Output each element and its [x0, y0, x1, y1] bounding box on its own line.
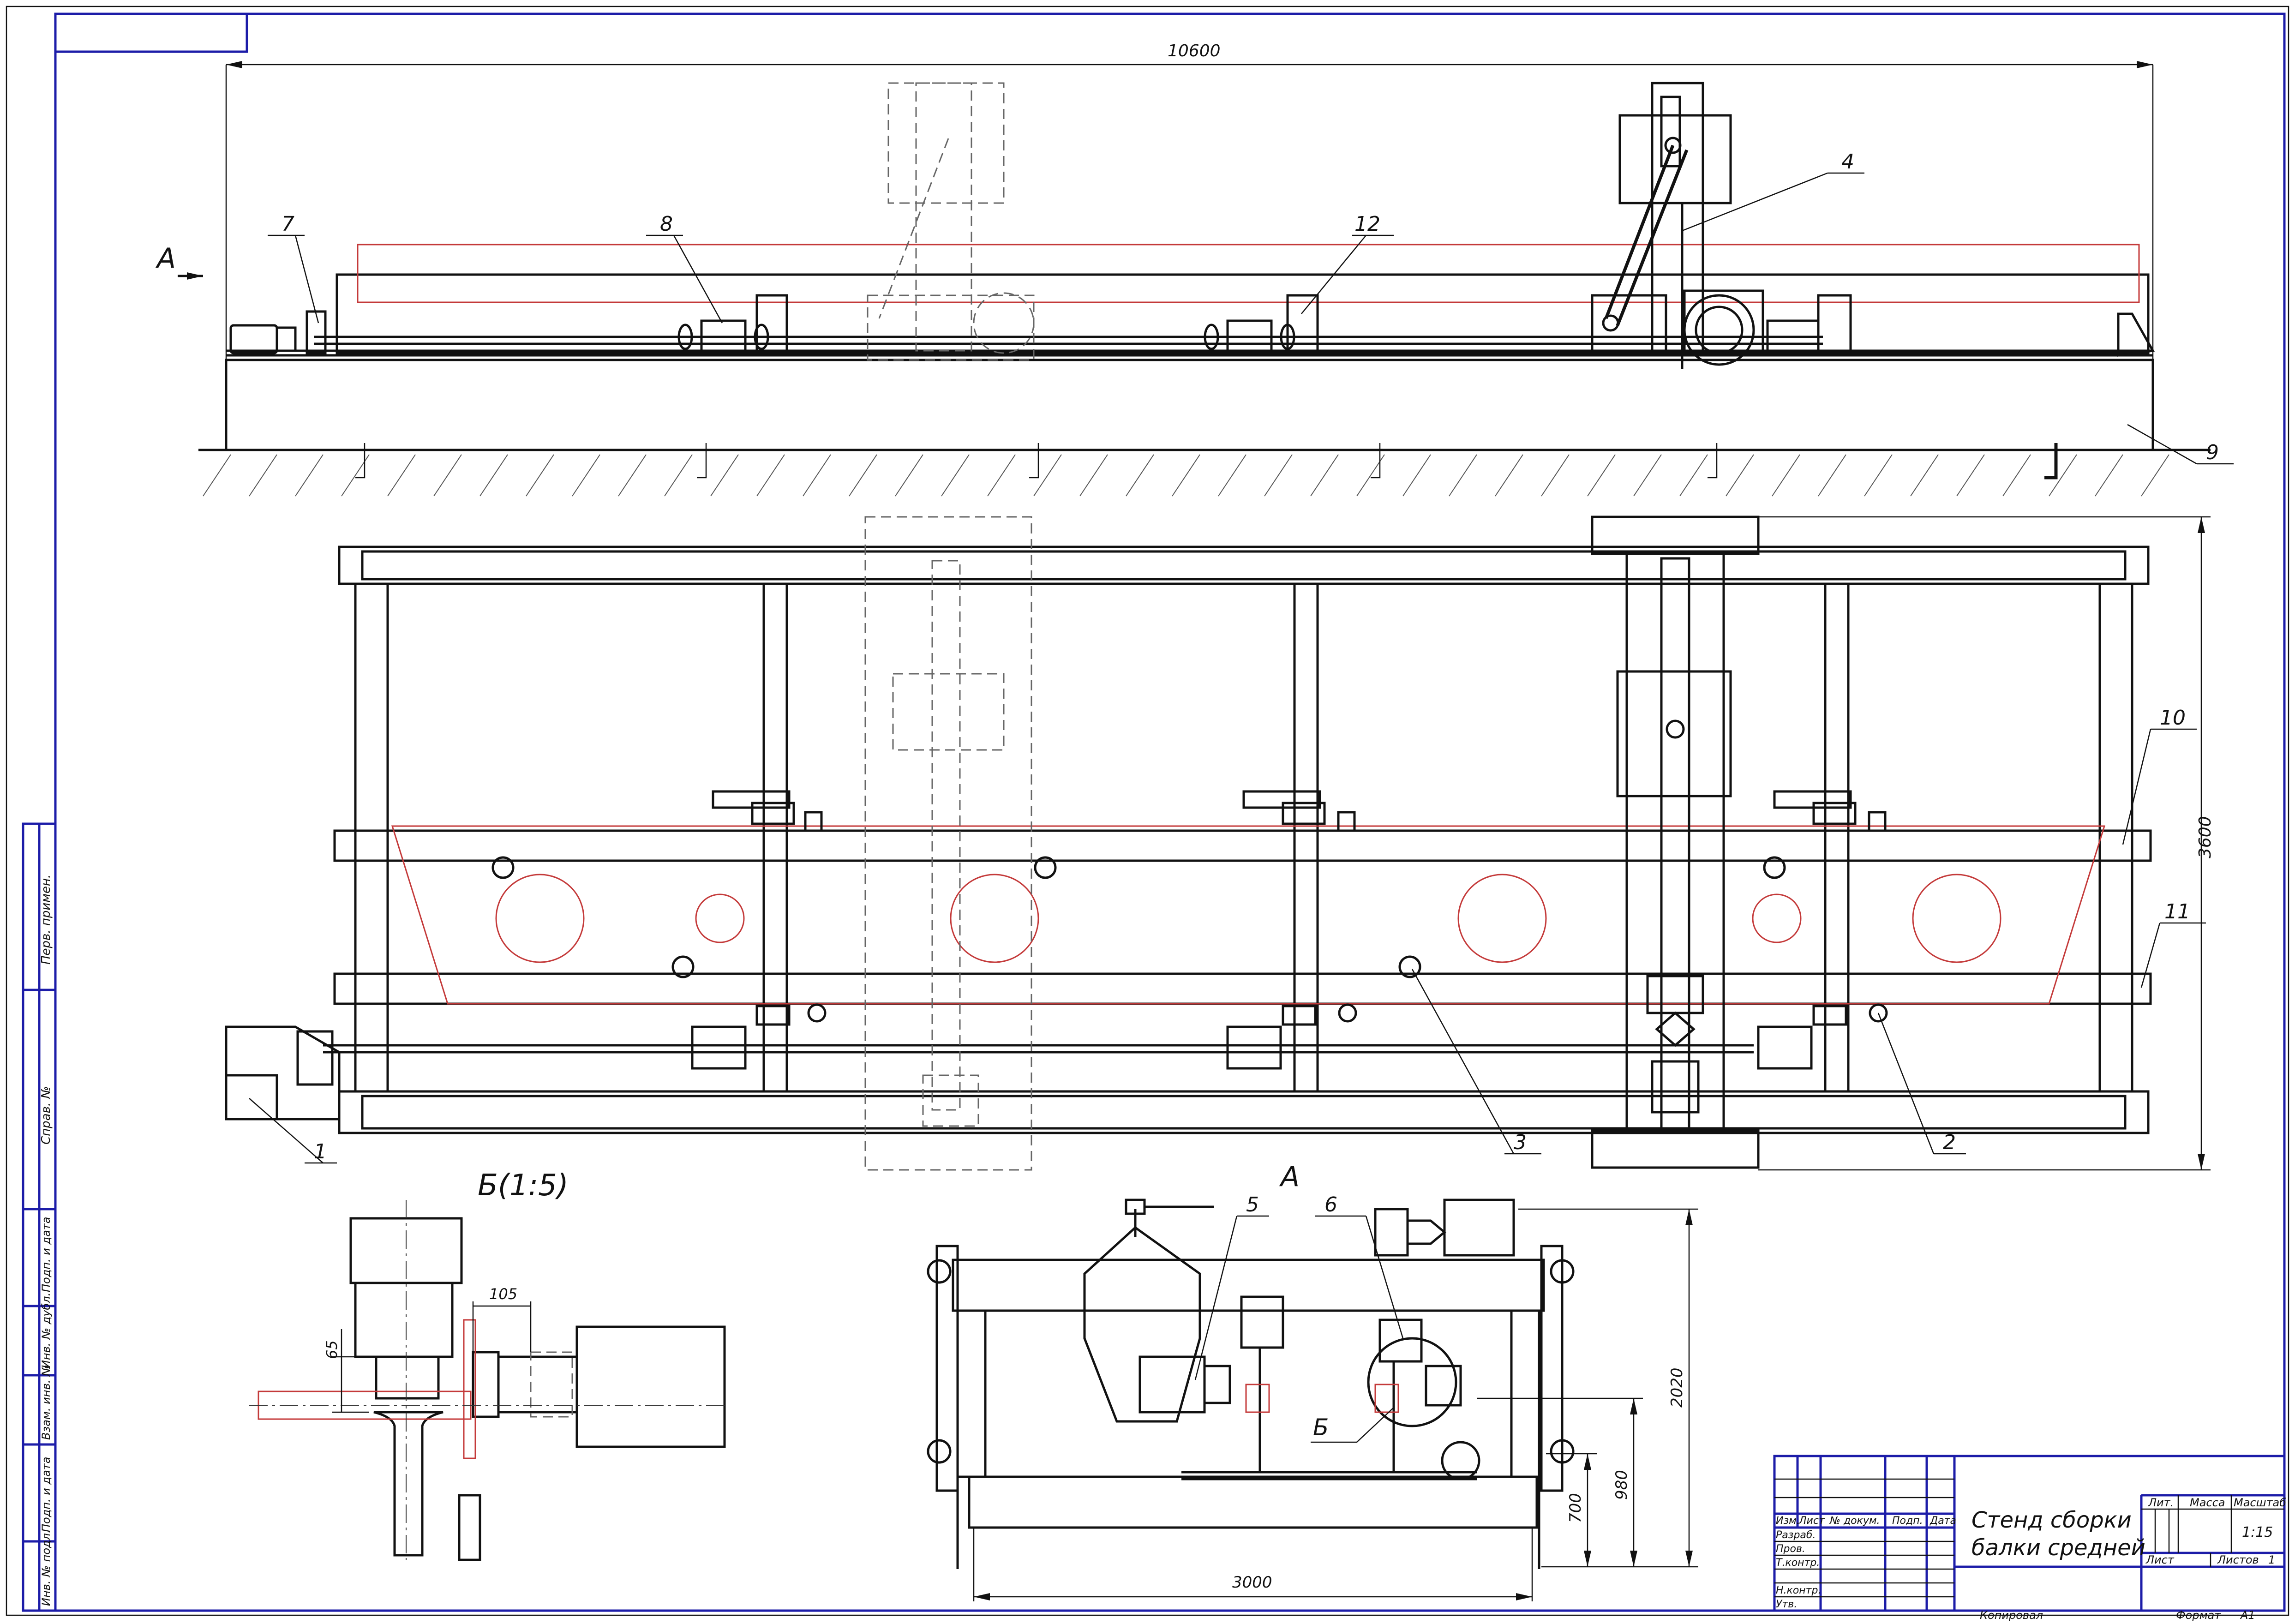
sheet-label: Лист: [2145, 1553, 2175, 1566]
side-inv-dubl: Инв. № дубл.: [40, 1293, 53, 1368]
copied-label: Копировал: [1980, 1609, 2043, 1622]
end-view-a: А: [927, 1161, 1698, 1601]
row-utv: Утв.: [1776, 1599, 1797, 1610]
side-strip: Перв. примен. Справ. № Подп. и дата Инв.…: [22, 822, 57, 1612]
row-nkontr: Н.контр.: [1776, 1585, 1821, 1596]
detail-callout-b: Б: [1313, 1414, 1329, 1441]
sheets-count: 1: [2268, 1553, 2275, 1566]
drawing-title-line1: Стенд сборки: [1971, 1507, 2132, 1533]
callouts: 7 8 12 4 9 10 11 1 3 2: [249, 150, 2234, 1380]
top-left-stamp-box: [54, 12, 248, 53]
row-razrab: Разраб.: [1776, 1529, 1816, 1541]
side-inv-podl: Инв. № подл.: [40, 1529, 53, 1606]
callout-7: 7: [282, 212, 294, 236]
detail-b: Б(1:5) 105 65: [249, 1169, 729, 1561]
callout-5: 5: [1246, 1193, 1259, 1217]
dim-total-height: 2020: [1668, 1367, 1686, 1408]
cross-bar-10: [333, 829, 2152, 862]
callout-10: 10: [2160, 706, 2186, 730]
front-view: 10600: [155, 42, 2211, 497]
callout-11: 11: [2164, 900, 2190, 923]
col-massa: Масса: [2190, 1496, 2225, 1509]
dim-low-height: 700: [1566, 1493, 1585, 1523]
plan-view: 3600: [225, 515, 2215, 1171]
row-prov: Пров.: [1776, 1543, 1805, 1555]
drawing-title-line2: балки средней: [1971, 1535, 2145, 1561]
callout-6: 6: [1324, 1193, 1337, 1217]
crane-phantom: [867, 82, 1035, 361]
beam-outline-red: [357, 244, 2140, 303]
callout-9: 9: [2206, 441, 2219, 464]
cross-bar-11: [333, 972, 2152, 1005]
top-rail: [338, 545, 2150, 585]
callout-2: 2: [1943, 1131, 1956, 1154]
dim-overall-length: 10600: [1168, 42, 1221, 60]
col-lit: Лит.: [2148, 1496, 2174, 1509]
callout-4: 4: [1841, 150, 1854, 174]
callout-3: 3: [1514, 1131, 1527, 1154]
ground-hatch: [203, 454, 2169, 497]
side-vzam-inv: Взам. инв. №: [40, 1365, 53, 1440]
hdr-docnum: № докум.: [1829, 1515, 1880, 1527]
crane-plan-phantom: [864, 516, 1032, 1171]
hdr-podp: Подп.: [1892, 1515, 1923, 1527]
dim-detail-b: 65: [323, 1340, 341, 1359]
dim-width: 3600: [2196, 816, 2215, 858]
dim-base-width: 3000: [1232, 1573, 1272, 1592]
outer-trim-line: [6, 6, 2289, 1616]
side-podp-data-1: Подп. и дата: [40, 1217, 53, 1293]
scale-value: 1:15: [2242, 1524, 2273, 1540]
clamp-head-6: [1378, 1318, 1423, 1363]
base-beam: [225, 359, 2154, 451]
callout-12: 12: [1354, 212, 1380, 236]
sheets-label: Листов: [2217, 1553, 2259, 1566]
side-sprav-no: Справ. №: [39, 1086, 53, 1145]
format-value: А1: [2240, 1609, 2255, 1622]
hdr-izm: Изм.: [1776, 1515, 1800, 1527]
format-label: Формат: [2176, 1609, 2221, 1622]
end-base: [968, 1475, 1538, 1529]
beam-plan-outline: [391, 825, 2106, 1005]
hdr-list: Лист: [1798, 1515, 1825, 1527]
callout-8: 8: [660, 212, 673, 236]
clamp-head-5: [1083, 1226, 1201, 1423]
drive-unit-1: [225, 1025, 341, 1121]
end-frame-beam: [952, 1258, 1545, 1312]
gantry-plan: [1591, 515, 1760, 1169]
crane-unit-4: [1591, 82, 1764, 369]
title-block: Изм. Лист № докум. Подп. Дата Разраб. Пр…: [1773, 1455, 2286, 1622]
side-perv-primen: Перв. примен.: [39, 875, 53, 965]
upper-frame: [336, 273, 2150, 354]
col-masshtab: Масштаб: [2234, 1496, 2286, 1509]
drawing-frame: [54, 12, 2286, 1612]
clamp-unit-7: [306, 310, 327, 354]
callout-1: 1: [314, 1140, 327, 1163]
stop-unit-12: [1286, 294, 1319, 354]
view-a-title: А: [1279, 1161, 1300, 1193]
row-tkontr: Т.контр.: [1776, 1557, 1820, 1569]
detail-b-title: Б(1:5): [478, 1169, 569, 1203]
rail-profile: [373, 1411, 443, 1557]
bottom-rail: [338, 1090, 2150, 1134]
dim-mid-height: 980: [1612, 1470, 1631, 1500]
dim-detail-a: 105: [489, 1285, 517, 1303]
side-podp-data-2: Подп. и дата: [40, 1457, 53, 1533]
clamp-unit-8: [700, 319, 747, 354]
view-a-arrow-label: А: [155, 242, 176, 275]
hdr-data: Дата: [1929, 1515, 1956, 1527]
